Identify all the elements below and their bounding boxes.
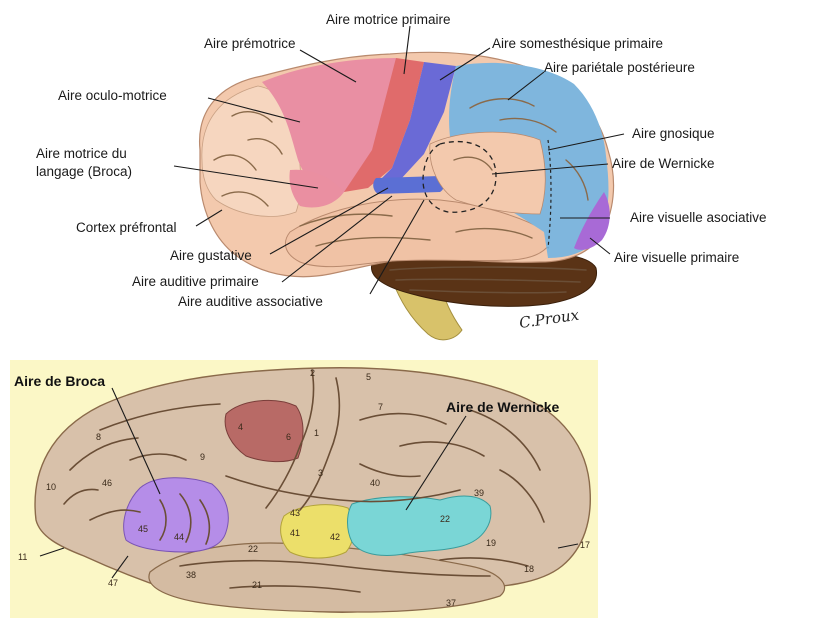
area-5: 5 <box>366 372 371 382</box>
label-gnosic: Aire gnosique <box>632 126 715 141</box>
area-21: 21 <box>252 580 262 590</box>
title-wernicke: Aire de Wernicke <box>446 399 560 415</box>
label-posterior-parietal: Aire pariétale postérieure <box>544 60 695 75</box>
area-47: 47 <box>108 578 118 588</box>
area-40: 40 <box>370 478 380 488</box>
area-11: 11 <box>18 552 27 562</box>
label-broca-line2: langage (Broca) <box>36 164 132 179</box>
label-oculomotor: Aire oculo-motrice <box>58 88 167 103</box>
area-19: 19 <box>486 538 496 548</box>
area-17: 17 <box>580 540 590 550</box>
gustatory-area <box>373 176 444 194</box>
label-premotor: Aire prémotrice <box>204 36 296 51</box>
brodmann-brain-diagram: Aire de Broca Aire de Wernicke 2 5 7 4 6… <box>10 360 598 618</box>
area-8: 8 <box>96 432 101 442</box>
area-4: 4 <box>238 422 243 432</box>
label-motor-primary: Aire motrice primaire <box>326 12 451 27</box>
label-auditory-associative: Aire auditive associative <box>178 294 323 309</box>
area-1: 1 <box>314 428 319 438</box>
label-somatosensory: Aire somesthésique primaire <box>492 36 663 51</box>
area-6: 6 <box>286 432 291 442</box>
area-7: 7 <box>378 402 383 412</box>
area-22-anterior: 22 <box>248 544 258 554</box>
area-9: 9 <box>200 452 205 462</box>
area-2: 2 <box>310 368 315 378</box>
illustrator-signature: C.Proux <box>518 306 581 332</box>
area-41: 41 <box>290 528 300 538</box>
area-43: 43 <box>290 508 300 518</box>
label-visual-associative: Aire visuelle asociative <box>630 210 767 225</box>
label-prefrontal: Cortex préfrontal <box>76 220 177 235</box>
area-44: 44 <box>174 532 184 542</box>
area-22: 22 <box>440 514 450 524</box>
area-38: 38 <box>186 570 196 580</box>
area-42: 42 <box>330 532 340 542</box>
area-3: 3 <box>318 468 323 478</box>
title-broca: Aire de Broca <box>14 373 105 389</box>
area-37: 37 <box>446 598 456 608</box>
label-wernicke: Aire de Wernicke <box>612 156 715 171</box>
label-visual-primary: Aire visuelle primaire <box>614 250 739 265</box>
label-broca-line1: Aire motrice du <box>36 146 127 161</box>
lateral-brain-diagram: Aire motrice primaire Aire prémotrice Ai… <box>36 12 767 340</box>
area-10: 10 <box>46 482 56 492</box>
area-45: 45 <box>138 524 148 534</box>
area-18: 18 <box>524 564 534 574</box>
area-39: 39 <box>474 488 484 498</box>
label-gustatory: Aire gustative <box>170 248 252 263</box>
area-46: 46 <box>102 478 112 488</box>
label-auditory-primary: Aire auditive primaire <box>132 274 259 289</box>
